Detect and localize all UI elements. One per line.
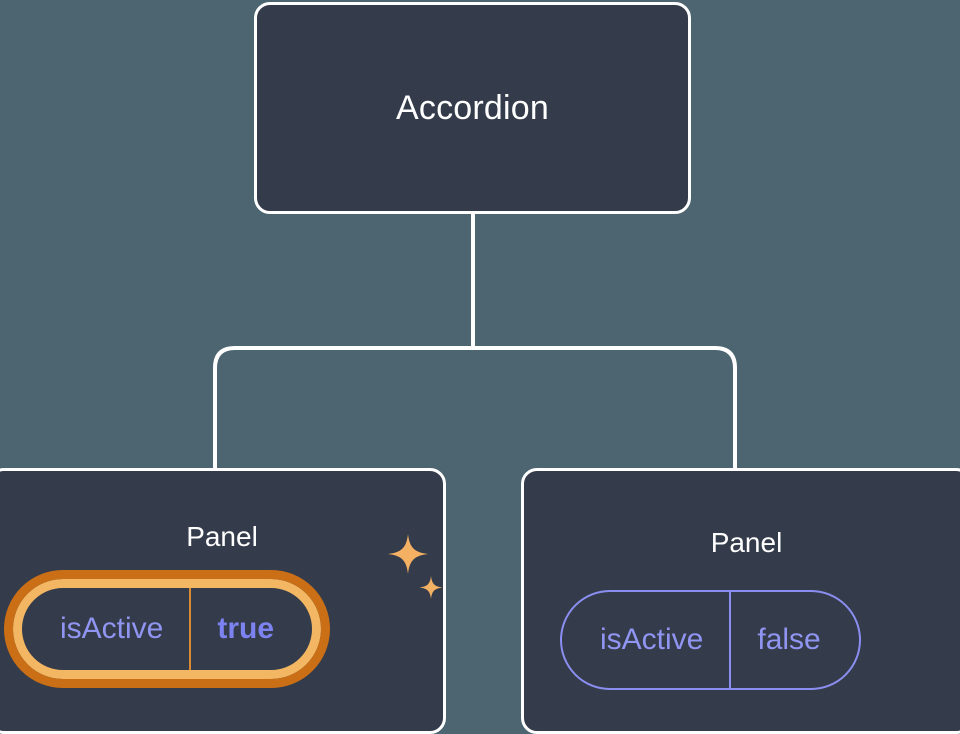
panel-node-left[interactable]: Panel isActive true bbox=[0, 468, 446, 734]
panel-node-right-label: Panel bbox=[710, 527, 783, 558]
panel-node-left-label: Panel bbox=[186, 521, 258, 552]
connector-branch-bus bbox=[213, 346, 737, 470]
prop-key-label: isActive bbox=[600, 623, 704, 656]
panel-node-right[interactable]: Panel isActive false bbox=[521, 468, 960, 734]
prop-pill-divider bbox=[729, 592, 732, 688]
prop-pill-isactive-false[interactable]: isActive false bbox=[560, 590, 861, 690]
prop-pill-isactive-true[interactable]: isActive true bbox=[3, 570, 331, 688]
accordion-node[interactable]: Accordion bbox=[254, 2, 691, 214]
prop-value-label: false bbox=[757, 623, 821, 656]
prop-pill-divider bbox=[189, 588, 192, 670]
prop-value-label: true bbox=[217, 612, 275, 645]
accordion-node-label: Accordion bbox=[396, 89, 549, 127]
prop-pill-wrapper-right: isActive false bbox=[560, 590, 861, 690]
prop-pill-wrapper-left: isActive true bbox=[3, 570, 331, 688]
prop-key-label: isActive bbox=[60, 612, 164, 645]
